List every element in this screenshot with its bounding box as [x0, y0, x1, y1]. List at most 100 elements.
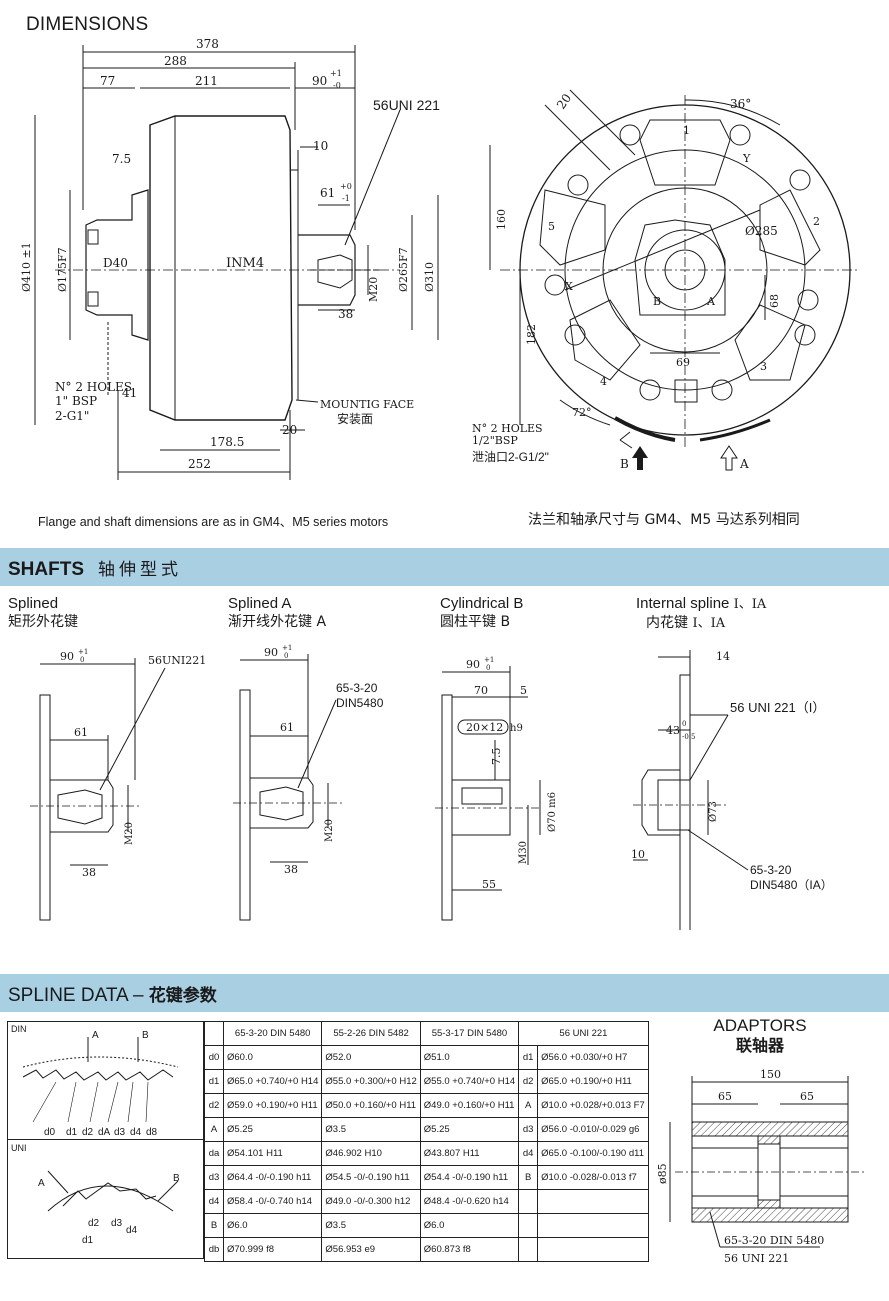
svg-text:d2: d2: [82, 1127, 94, 1138]
svg-text:A: A: [92, 1030, 99, 1041]
svg-text:d1: d1: [66, 1127, 78, 1138]
table-cell: [518, 1237, 539, 1262]
shaft-splined-drawing: 90 +1 0 56UNI221 61 38 M20: [30, 648, 206, 921]
table-cell: Ø49.0 -0/-0.300 h12: [321, 1189, 421, 1214]
front-holes-line3: 泄油口2-G1/2": [472, 450, 549, 464]
dim-410: Ø410 ±1: [20, 242, 33, 292]
svg-text:d4: d4: [126, 1225, 138, 1236]
table-cell: d1: [204, 1069, 224, 1094]
spline-label: 56UNI 221: [373, 97, 440, 113]
table-cell: d2: [204, 1093, 224, 1118]
shafts-title-cn: 轴伸型式: [98, 560, 182, 580]
spline-data-table: 65-3-20 DIN 5480 55-2-26 DIN 5482 55-3-1…: [204, 1021, 649, 1262]
front-b: B: [653, 295, 661, 308]
dim-378: 378: [196, 37, 219, 51]
front-dim-285: Ø285: [745, 224, 778, 238]
adaptor-drawing: 150 65 65 ø85 65-3-20 DIN 5480 56 UNI 22…: [656, 1068, 865, 1265]
front-y: Y: [742, 152, 751, 165]
table-cell: d3: [204, 1165, 224, 1190]
svg-text:43: 43: [666, 724, 680, 737]
svg-text:Ø70 m6: Ø70 m6: [547, 792, 558, 832]
svg-text:d3: d3: [111, 1218, 123, 1229]
dim-265: Ø265F7: [397, 247, 410, 292]
svg-text:dA: dA: [98, 1127, 111, 1138]
table-cell: Ø70.999 f8: [222, 1237, 323, 1262]
table-cell: Ø52.0: [321, 1045, 421, 1070]
front-a: A: [706, 295, 716, 308]
table-cell: B: [204, 1213, 224, 1238]
note-en: Flange and shaft dimensions are as in GM…: [38, 515, 389, 529]
table-cell: Ø43.807 H11: [419, 1141, 520, 1166]
svg-text:90: 90: [264, 646, 278, 659]
table-cell: d0: [204, 1045, 224, 1070]
svg-text:38: 38: [82, 866, 96, 879]
din-profile: DIN A B d0 d1 d2 dA d3 d4 d8: [8, 1022, 203, 1140]
table-cell: Ø54.5 -0/-0.190 h11: [321, 1165, 421, 1190]
table-cell: d4: [518, 1141, 539, 1166]
front-x: X: [565, 280, 573, 293]
table-cell: Ø50.0 +0.160/+0 H11: [321, 1093, 421, 1118]
svg-text:65-3-20: 65-3-20: [750, 863, 792, 877]
svg-text:55: 55: [482, 878, 496, 891]
table-cell: Ø58.4 -0/-0.740 h14: [222, 1189, 323, 1214]
arrow-b-icon: [632, 446, 648, 470]
dim-175: Ø175F7: [56, 247, 69, 292]
uni-profile: UNI A B d2 d3 d4 d1: [11, 1143, 180, 1246]
table-cell: Ø48.4 -0/-0.620 h14: [419, 1189, 520, 1214]
arrow-a-icon: [720, 445, 738, 471]
table-cell: Ø6.0: [222, 1213, 323, 1238]
dim-20: 20: [282, 423, 297, 437]
svg-text:DIN5480（IA）: DIN5480（IA）: [750, 878, 833, 892]
shaft-d40: D40: [103, 256, 128, 270]
shaft-splined-title: Splined 矩形外花键: [8, 595, 78, 630]
table-cell: d2: [518, 1069, 539, 1094]
svg-text:d3: d3: [114, 1127, 126, 1138]
table-cell: db: [204, 1237, 224, 1262]
svg-text:d8: d8: [146, 1127, 158, 1138]
front-dim-68: 68: [768, 294, 781, 308]
tol-61-upper: +0: [340, 182, 352, 191]
note-cn: 法兰和轴承尺寸与 GM4、M5 马达系列相同: [528, 512, 800, 528]
svg-text:70: 70: [474, 684, 488, 697]
table-cell: A: [204, 1117, 224, 1142]
table-cell: Ø6.0: [419, 1213, 520, 1238]
tol-90-lower: -0: [333, 81, 341, 90]
dim-41: 41: [122, 386, 137, 400]
front-arrow-a-label: A: [739, 457, 749, 471]
spline-profile-box: DIN A B d0 d1 d2 dA d3 d4 d8: [7, 1021, 204, 1259]
svg-text:65: 65: [718, 1090, 732, 1103]
front-holes-line1: N° 2 HOLES: [472, 422, 543, 435]
table-cell: [537, 1213, 649, 1238]
table-cell: Ø49.0 +0.160/+0 H11: [419, 1093, 520, 1118]
svg-text:61: 61: [74, 726, 88, 739]
table-cell: B: [518, 1165, 539, 1190]
dimensions-title: DIMENSIONS: [26, 14, 149, 35]
mount-face-cn: 安装面: [337, 411, 373, 426]
svg-text:A: A: [38, 1178, 45, 1189]
front-lobe-3: 3: [760, 360, 767, 373]
shaft-cylindrical-drawing: 90 +1 0 70 5 20×12 h9 7.5 Ø70 m6 M30 55: [435, 656, 558, 921]
table-cell: Ø5.25: [419, 1117, 520, 1142]
front-dim-160: 160: [495, 209, 508, 230]
model-label: INM4: [226, 256, 264, 271]
svg-text:d4: d4: [130, 1127, 142, 1138]
svg-text:d2: d2: [88, 1218, 100, 1229]
svg-text:B: B: [142, 1030, 149, 1041]
holes-line2: 1" BSP: [55, 394, 97, 408]
table-cell: [518, 1189, 539, 1214]
table-cell: Ø51.0: [419, 1045, 520, 1070]
shaft-internal-title: Internal spline I、IA 内花键 I、IA: [636, 595, 767, 631]
holes-line3: 2-G1": [55, 409, 89, 423]
dim-211: 211: [195, 74, 218, 88]
front-lobe-5: 5: [548, 220, 555, 233]
dim-10: 10: [313, 139, 328, 153]
dim-38: 38: [338, 307, 353, 321]
svg-text:M30: M30: [518, 841, 529, 864]
svg-text:M20: M20: [324, 819, 335, 842]
front-dim-20: 20: [554, 91, 574, 112]
